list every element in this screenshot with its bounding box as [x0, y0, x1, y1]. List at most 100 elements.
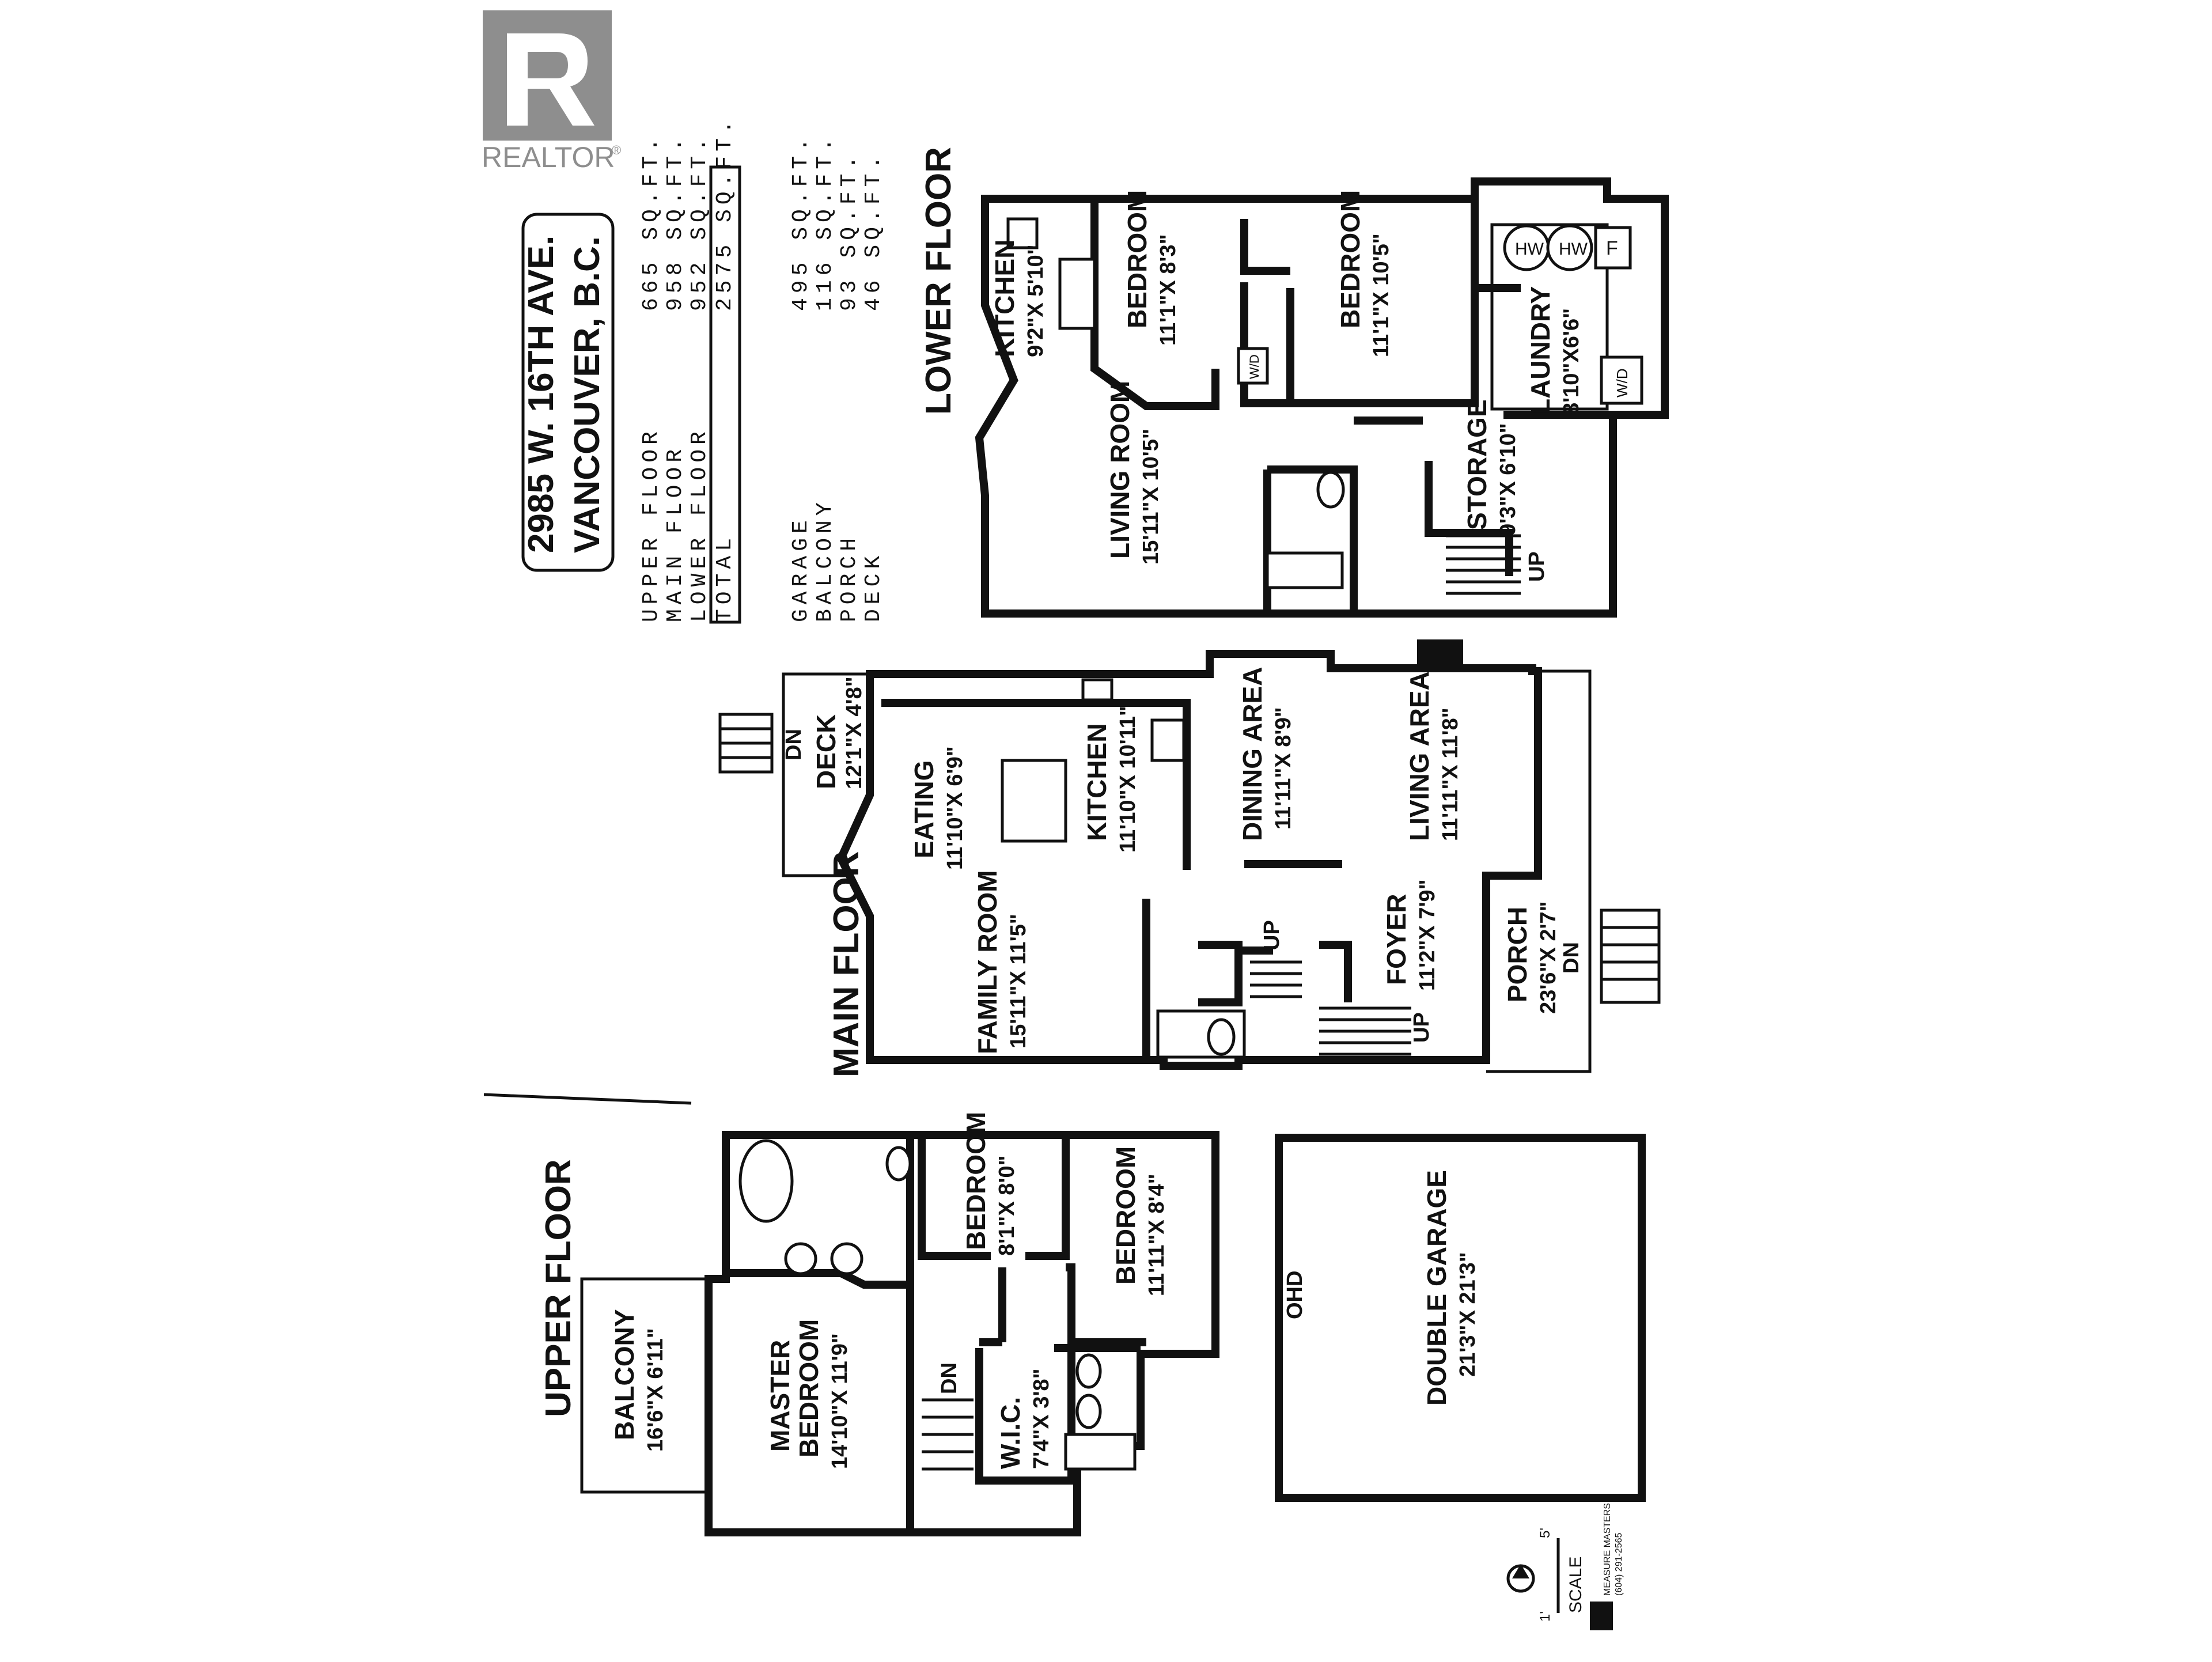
family-dim: 15'11"X 11'5": [1006, 914, 1031, 1048]
area-value-lower: 952 SQ.FT.: [687, 134, 712, 311]
upper-wall-wic: [975, 1348, 1075, 1485]
area-label-upper: UPPER FLOOR: [639, 427, 664, 622]
lower-wall-closet: [1240, 219, 1290, 275]
upper-small-bedroom-name: BEDROOM: [961, 1112, 991, 1250]
main-kitchen-dim: 11'10"X 10'11": [1116, 706, 1140, 853]
upper-small-bedroom-dim: 8'1"X 8'0": [995, 1155, 1019, 1256]
foyer-name: FOYER: [1381, 894, 1411, 985]
upper-toilet-2: [1075, 1394, 1102, 1429]
main-sink: [1081, 678, 1113, 702]
lower-living-dim: 15'11"X 10'5": [1139, 429, 1163, 565]
upper-wall-small-bedroom: [918, 1135, 1070, 1260]
upper-bedroom-name: BEDROOM: [1111, 1146, 1141, 1285]
upper-floor-guide-line: [483, 1093, 692, 1105]
main-kitchen-name: KITCHEN: [1082, 724, 1112, 841]
lower-bedroom1-name: BEDROOM: [1122, 190, 1152, 328]
address-box: [521, 213, 615, 572]
area-value-main: 958 SQ.FT.: [663, 134, 688, 311]
main-wall-stair-closet: [1198, 941, 1352, 1006]
family-name: FAMILY ROOM: [972, 870, 1002, 1054]
storage-dim: 9'3"X 6'10": [1496, 423, 1520, 536]
porch-outline: [1486, 669, 1592, 1073]
area-label-porch: PORCH: [837, 533, 862, 622]
upper-toilet-1: [885, 1146, 912, 1182]
main-stove: [1150, 718, 1185, 762]
lower-toilet: [1316, 471, 1345, 509]
balcony-outline: [580, 1277, 709, 1494]
main-stairs-down: [1250, 960, 1302, 998]
realtor-r-glyph: [507, 33, 594, 126]
hot-water-tank-2: [1546, 224, 1593, 271]
balcony-dim: 16'6"X 6'11": [643, 1328, 668, 1452]
garage-outline: [1275, 1134, 1646, 1502]
lower-floor-title: LOWER FLOOR: [919, 147, 959, 415]
upper-stairs-dn: DN: [937, 1362, 961, 1394]
main-wall-kitchen: [881, 699, 1191, 870]
lower-wall-bedroom2: [1290, 202, 1479, 407]
main-powder-room: [1156, 1009, 1246, 1059]
scale-tick-5: 5': [1537, 1528, 1553, 1538]
garage-dim: 21'3"X 21'3": [1456, 1252, 1480, 1377]
main-toilet: [1207, 1018, 1236, 1056]
porch-dim: 23'6"X 2'7": [1536, 901, 1560, 1014]
deck-outline: [782, 672, 870, 877]
area-label-deck: DECK: [861, 551, 886, 622]
garage-plan: OHD DOUBLE GARAGE 21'3"X 21'3": [1275, 1134, 1646, 1502]
scale-tick-0: 1': [1537, 1611, 1553, 1622]
dining-name: DINING AREA: [1237, 667, 1267, 841]
lower-kitchen-name: KITCHEN: [990, 240, 1020, 357]
maker-name: MEASURE MASTERS: [1603, 1503, 1612, 1596]
main-stairs-up-2: UP: [1410, 1012, 1434, 1043]
mechanical-room: [1490, 223, 1609, 411]
area-summary: UPPER FLOOR 665 SQ.FT. MAIN FLOOR 958 SQ…: [639, 116, 886, 624]
main-stairs-up-1: UP: [1260, 920, 1284, 951]
laundry-dim: 8'10"X6'6": [1559, 308, 1584, 415]
hw-label-1: HW: [1515, 240, 1544, 259]
area-value-deck: 46 SQ.FT.: [861, 152, 886, 311]
scale-block: 1' 5' SCALE MEASURE MASTERS (604) 291-25…: [1506, 1503, 1624, 1630]
furnace-label: F: [1606, 237, 1618, 259]
master-dim: 14'10"X 11'9": [828, 1333, 852, 1469]
realtor-logo-mark: [483, 10, 612, 141]
dining-dim: 11'11"X 8'9": [1271, 707, 1296, 830]
lower-stairs-up: UP: [1525, 551, 1549, 582]
realtor-logo-reg: ®: [612, 143, 621, 157]
garage-ohd: OHD: [1283, 1271, 1307, 1319]
lower-sink: [1006, 217, 1039, 249]
kitchen-island: [1001, 759, 1067, 843]
address-line1: 2985 W. 16TH AVE.: [521, 236, 561, 553]
lower-stove: [1058, 258, 1096, 330]
deck-name: DECK: [811, 714, 841, 789]
wic-dim: 7'4"X 3'8": [1029, 1368, 1054, 1469]
main-living-name: LIVING AREA: [1404, 671, 1434, 841]
upper-sink-1: [784, 1242, 817, 1275]
area-label-balcony: BALCONY: [813, 498, 838, 622]
master-name-2: BEDROOM: [794, 1319, 824, 1457]
scale-label: SCALE: [1566, 1557, 1585, 1613]
upper-stairs: [922, 1398, 974, 1471]
address-line2: VANCOUVER, B.C.: [567, 236, 607, 553]
deck-stairs: [718, 713, 774, 774]
upper-sink-2: [830, 1242, 863, 1275]
area-value-balcony: 116 SQ.FT.: [813, 134, 838, 311]
upper-floor-title: UPPER FLOOR: [539, 1159, 578, 1417]
lower-bedroom1-dim: 11'1"X 8'3": [1156, 234, 1180, 346]
main-stairs: [1319, 1006, 1411, 1056]
lower-wall-kitchen-bedroom: [1090, 202, 1219, 410]
lower-washer-dryer: [1600, 355, 1643, 405]
realtor-logo: REALTOR ®: [482, 10, 621, 173]
measure-masters-logo: [1590, 1602, 1613, 1630]
lower-floor-plan: LOWER FLOOR HW HW F W/D W/D KITCHEN 9'2"…: [919, 147, 1669, 618]
wic-name: W.I.C.: [995, 1397, 1025, 1469]
lower-wd-closet-label: W/D: [1247, 354, 1262, 379]
lower-bedroom2-name: BEDROOM: [1335, 190, 1365, 328]
upper-bathtub: [1064, 1433, 1137, 1471]
upper-sink-3: [1075, 1353, 1102, 1389]
main-living-dim: 11'11"X 11'8": [1438, 707, 1463, 841]
lower-stairs: [1446, 534, 1521, 595]
north-arrow-pointer: [1512, 1564, 1529, 1578]
garage-name: DOUBLE GARAGE: [1422, 1170, 1452, 1406]
lower-bedroom2-dim: 11'1"X 10'5": [1369, 233, 1393, 357]
